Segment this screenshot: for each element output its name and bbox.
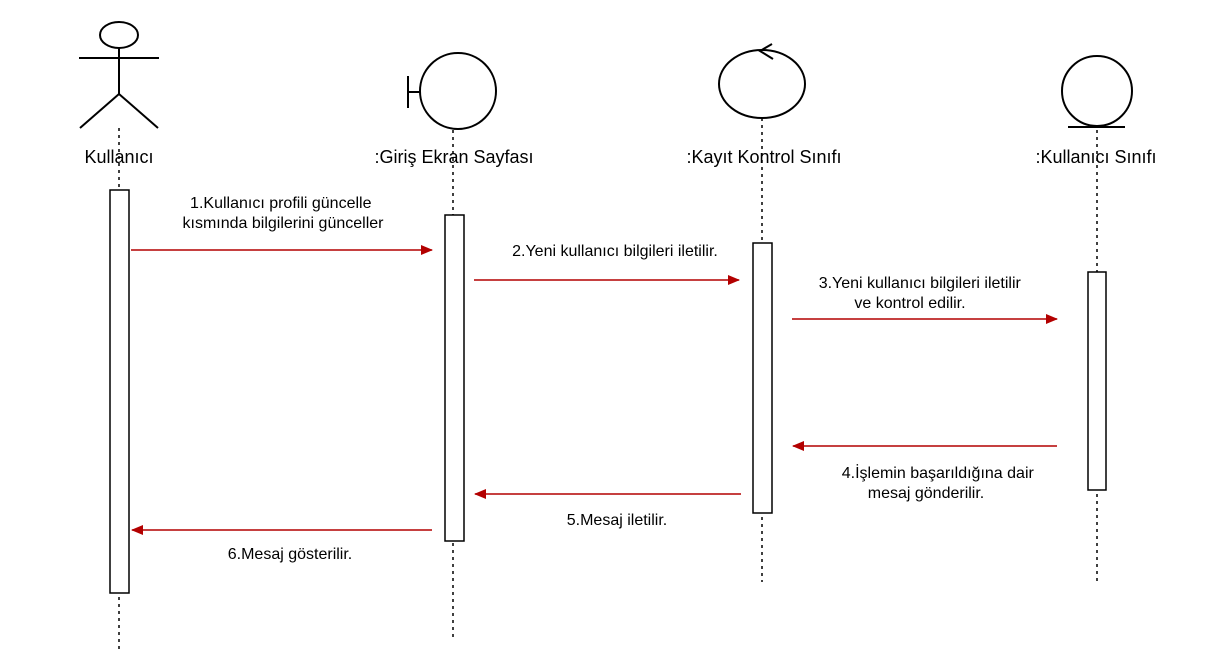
activation-entity xyxy=(1087,271,1107,491)
activation-control xyxy=(752,242,773,514)
message-label-4: 4.İşlemin başarıldığına dair mesaj gönde… xyxy=(842,463,1039,502)
participant-label-screen: :Giriş Ekran Sayfası xyxy=(374,147,533,167)
participant-label-control: :Kayıt Kontrol Sınıfı xyxy=(686,147,841,167)
boundary-icon xyxy=(407,52,497,130)
participant-label-user: Kullanıcı xyxy=(84,147,153,167)
message-label-1: 1.Kullanıcı profili güncelle kısmında bi… xyxy=(183,195,385,232)
participant-label-entity: :Kullanıcı Sınıfı xyxy=(1035,147,1156,167)
entity-icon xyxy=(1061,55,1133,128)
activation-user xyxy=(109,189,130,594)
message-label-3: 3.Yeni kullanıcı bilgileri iletilir ve k… xyxy=(819,275,1026,312)
activation-screen xyxy=(444,214,465,542)
control-icon xyxy=(718,43,806,119)
actor-icon xyxy=(79,21,159,129)
message-label-5: 5.Mesaj iletilir. xyxy=(567,512,667,529)
message-label-2: 2.Yeni kullanıcı bilgileri iletilir. xyxy=(512,243,718,260)
message-label-6: 6.Mesaj gösterilir. xyxy=(228,546,353,563)
